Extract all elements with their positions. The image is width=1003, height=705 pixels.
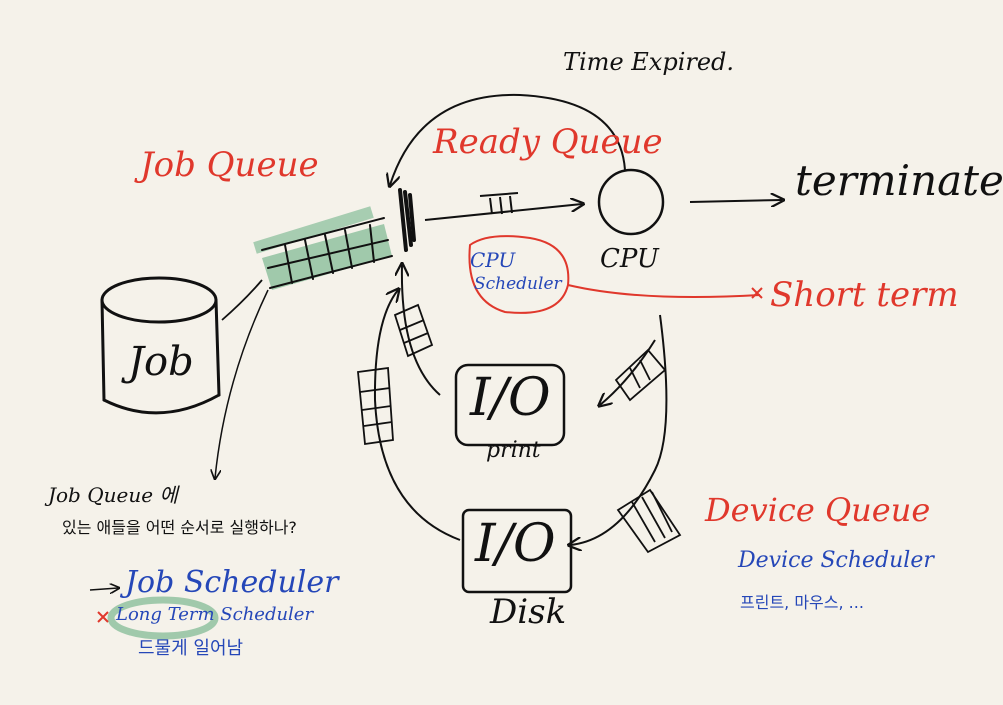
job-to-ready-arrow bbox=[424, 204, 582, 221]
io-disk-label: I/O bbox=[475, 514, 556, 574]
print-return-queue-icon bbox=[393, 303, 434, 358]
short-term-marker-icon bbox=[751, 287, 763, 299]
io-print-label: I/O bbox=[470, 368, 551, 428]
terminated-label: terminated bbox=[795, 156, 1003, 205]
device-scheduler-label: Device Scheduler bbox=[738, 548, 934, 573]
cpu-scheduler-bubble-icon bbox=[468, 235, 570, 314]
cpu-scheduler-label-line1: CPU bbox=[470, 248, 516, 272]
ready-queue-label: Ready Queue bbox=[433, 122, 663, 162]
io-disk-box bbox=[461, 508, 573, 594]
short-term-connector bbox=[567, 284, 761, 299]
job-label: Job bbox=[128, 339, 194, 385]
print-device-queue-icon bbox=[614, 348, 667, 402]
cpu-to-print-arrow bbox=[600, 339, 656, 405]
job-queue-rack-icon bbox=[253, 206, 393, 290]
note-line1: Job Queue 에 bbox=[48, 483, 178, 507]
cpu-label: CPU bbox=[600, 244, 659, 274]
job-scheduler-label: Job Scheduler bbox=[125, 565, 339, 600]
job-queue-label: Job Queue bbox=[140, 145, 319, 185]
disk-device-queue-icon bbox=[616, 488, 682, 554]
long-term-scheduler-label: Long Term Scheduler bbox=[116, 604, 314, 625]
queue-to-note-arrow bbox=[215, 289, 269, 478]
cpu-scheduler-label-line2: Scheduler bbox=[474, 274, 562, 294]
disk-return-queue-icon bbox=[357, 366, 394, 446]
io-return-loop bbox=[373, 290, 461, 541]
note-to-scheduler-arrow bbox=[89, 588, 118, 590]
time-expired-label: Time Expired. bbox=[563, 48, 735, 76]
time-expired-loop-arrow bbox=[390, 93, 626, 185]
device-examples-label: 프린트, 마우스, ... bbox=[740, 593, 864, 612]
job-to-queue-arrow bbox=[221, 279, 263, 321]
device-queue-label: Device Queue bbox=[705, 491, 931, 529]
job-cylinder-icon bbox=[100, 276, 221, 415]
print-return-arrow bbox=[402, 265, 441, 396]
disk-label: Disk bbox=[490, 592, 567, 632]
io-print-box bbox=[454, 363, 566, 447]
note-line2: 있는 애들을 어떤 순서로 실행하나? bbox=[62, 518, 297, 537]
cpu-to-disk-loop bbox=[570, 314, 668, 545]
cpu-circle-icon bbox=[597, 168, 665, 236]
long-term-highlight-icon bbox=[107, 596, 219, 640]
print-label: print bbox=[486, 438, 541, 463]
long-term-marker-icon bbox=[97, 611, 109, 623]
ready-queue-ticks-icon bbox=[479, 192, 519, 215]
cpu-to-terminated-arrow bbox=[689, 200, 782, 202]
ready-queue-head-icon bbox=[398, 188, 416, 252]
rarely-happens-label: 드물게 일어남 bbox=[138, 638, 244, 659]
short-term-label: Short term bbox=[770, 275, 959, 315]
